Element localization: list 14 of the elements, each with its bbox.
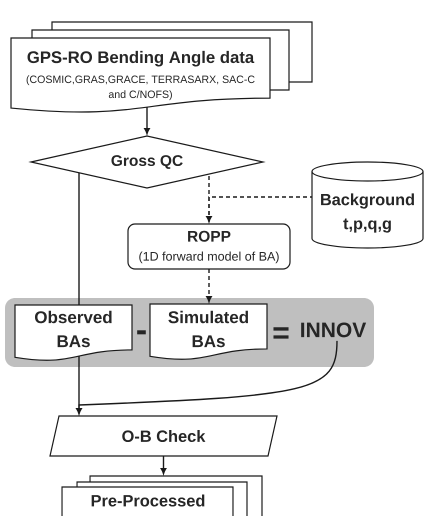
document-stack: Pre-Processed bbox=[61, 475, 263, 516]
dashed-arrow bbox=[206, 269, 212, 302]
process-box: ROPP (1D forward model of BA) bbox=[127, 223, 291, 270]
connector-line bbox=[78, 172, 80, 305]
database-cylinder: Background t,p,q,g bbox=[311, 161, 424, 249]
operator-sign: = bbox=[273, 327, 289, 339]
arrow bbox=[76, 340, 338, 414]
operator-sign: - bbox=[137, 330, 146, 334]
data-parallelogram: O-B Check bbox=[49, 415, 278, 457]
dashed-arrow bbox=[206, 196, 312, 222]
arrow bbox=[144, 107, 150, 134]
result-label: INNOV bbox=[301, 322, 366, 338]
arrow bbox=[160, 456, 166, 474]
document-stack: GPS-RO Bending Angle data (COSMIC,GRAS,GRACE, TERRASARX, SAC-C and C/NOFS) bbox=[10, 21, 313, 113]
